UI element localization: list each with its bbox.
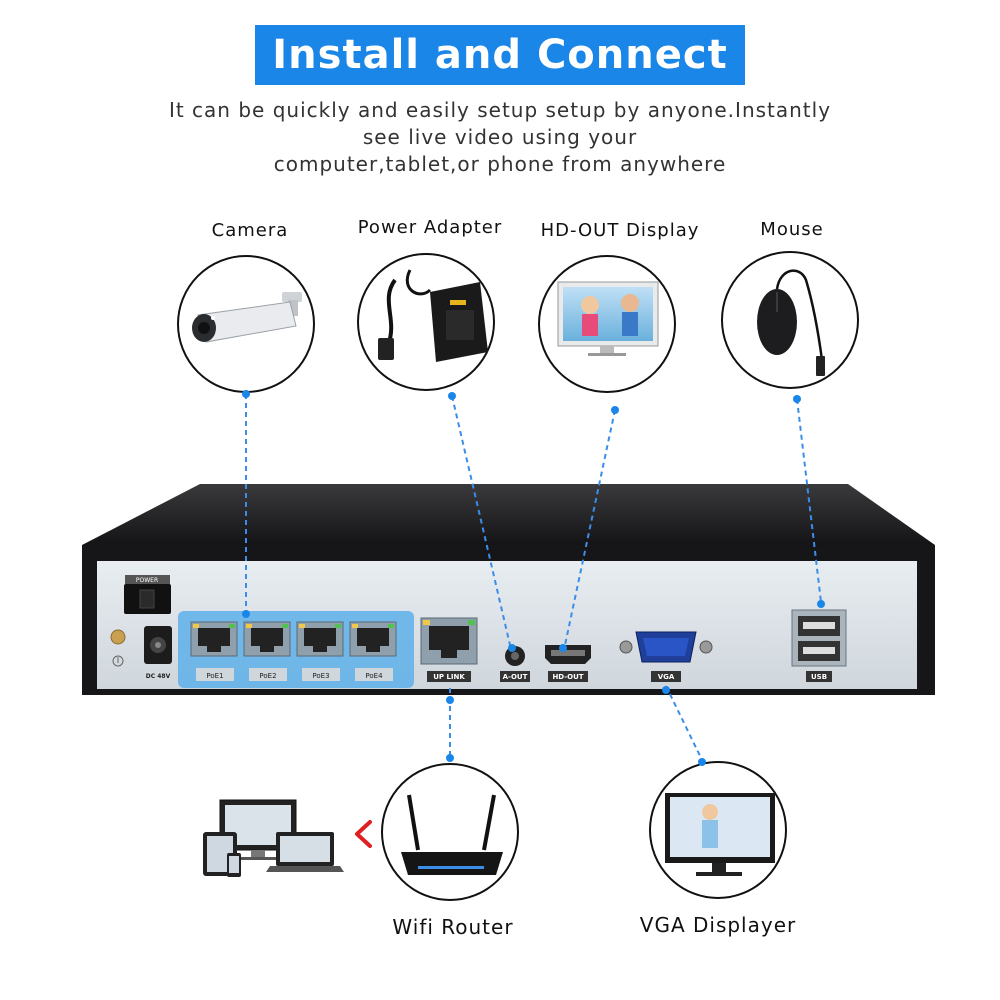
- arrow-left-icon: [355, 820, 372, 848]
- vga-monitor-icon: [665, 793, 775, 876]
- connection-dots: [242, 390, 825, 766]
- dc-label: DC 48V: [146, 673, 171, 680]
- label-mouse: Mouse: [760, 219, 824, 240]
- power-adapter-circle: [357, 253, 495, 391]
- line-vga-displayer: [665, 685, 703, 761]
- camera-circle: [177, 255, 315, 393]
- wifi-router-icon: [401, 794, 503, 875]
- poe-port-2[interactable]: PoE2: [243, 621, 291, 681]
- mouse-circle: [721, 251, 859, 389]
- uplink-label: UP LINK: [433, 673, 465, 681]
- vga-label: VGA: [658, 673, 675, 681]
- page-title: Install and Connect: [272, 32, 728, 78]
- poe1-label: PoE1: [206, 672, 223, 680]
- subtitle-line-2: see live video using your: [362, 125, 638, 149]
- poe-port-3[interactable]: PoE3: [296, 621, 344, 681]
- poe2-label: PoE2: [259, 672, 276, 680]
- poe4-label: PoE4: [365, 672, 383, 680]
- label-wifi-router: Wifi Router: [392, 915, 514, 939]
- hdout-label: HD-OUT: [552, 673, 583, 681]
- line-power-dc: [451, 395, 511, 646]
- label-camera: Camera: [211, 220, 289, 241]
- label-hd-out-display: HD-OUT Display: [540, 220, 700, 241]
- dc-power-jack: DC 48V: [144, 626, 172, 680]
- poe-port-1[interactable]: PoE1: [190, 621, 238, 681]
- power-adapter-icon: [378, 269, 488, 362]
- usb-label: USB: [811, 673, 827, 681]
- line-mouse-usb: [796, 398, 822, 603]
- vga-port[interactable]: VGA: [619, 631, 713, 682]
- connection-lines: [245, 394, 822, 761]
- aout-label: A-OUT: [503, 673, 528, 681]
- uplink-port[interactable]: UP LINK: [420, 617, 478, 682]
- title-banner: Install and Connect: [255, 25, 745, 85]
- line-hd-hdmi: [564, 409, 616, 646]
- nvr-top-cover: [82, 484, 935, 545]
- vga-displayer-circle: [649, 761, 787, 899]
- hd-out-display-circle: [538, 255, 676, 393]
- bullet-camera-icon: [192, 292, 302, 343]
- subtitle-line-3: computer,tablet,or phone from anywhere: [273, 152, 727, 176]
- usb-ports[interactable]: USB: [791, 609, 847, 682]
- power-switch[interactable]: POWER: [124, 575, 171, 614]
- wifi-router-circle: [381, 763, 519, 901]
- mouse-icon: [757, 269, 825, 376]
- client-devices-icon: [203, 799, 344, 877]
- poe-port-4[interactable]: PoE4: [349, 621, 397, 681]
- ground-screw-icon: [110, 629, 126, 667]
- power-label: POWER: [136, 577, 158, 584]
- subtitle-line-1: It can be quickly and easily setup setup…: [168, 98, 832, 122]
- label-vga-displayer: VGA Displayer: [639, 913, 797, 937]
- poe3-label: PoE3: [312, 672, 329, 680]
- label-power-adapter: Power Adapter: [357, 217, 503, 238]
- hdmi-port[interactable]: HD-OUT: [545, 645, 591, 682]
- monitor-icon: [557, 281, 659, 356]
